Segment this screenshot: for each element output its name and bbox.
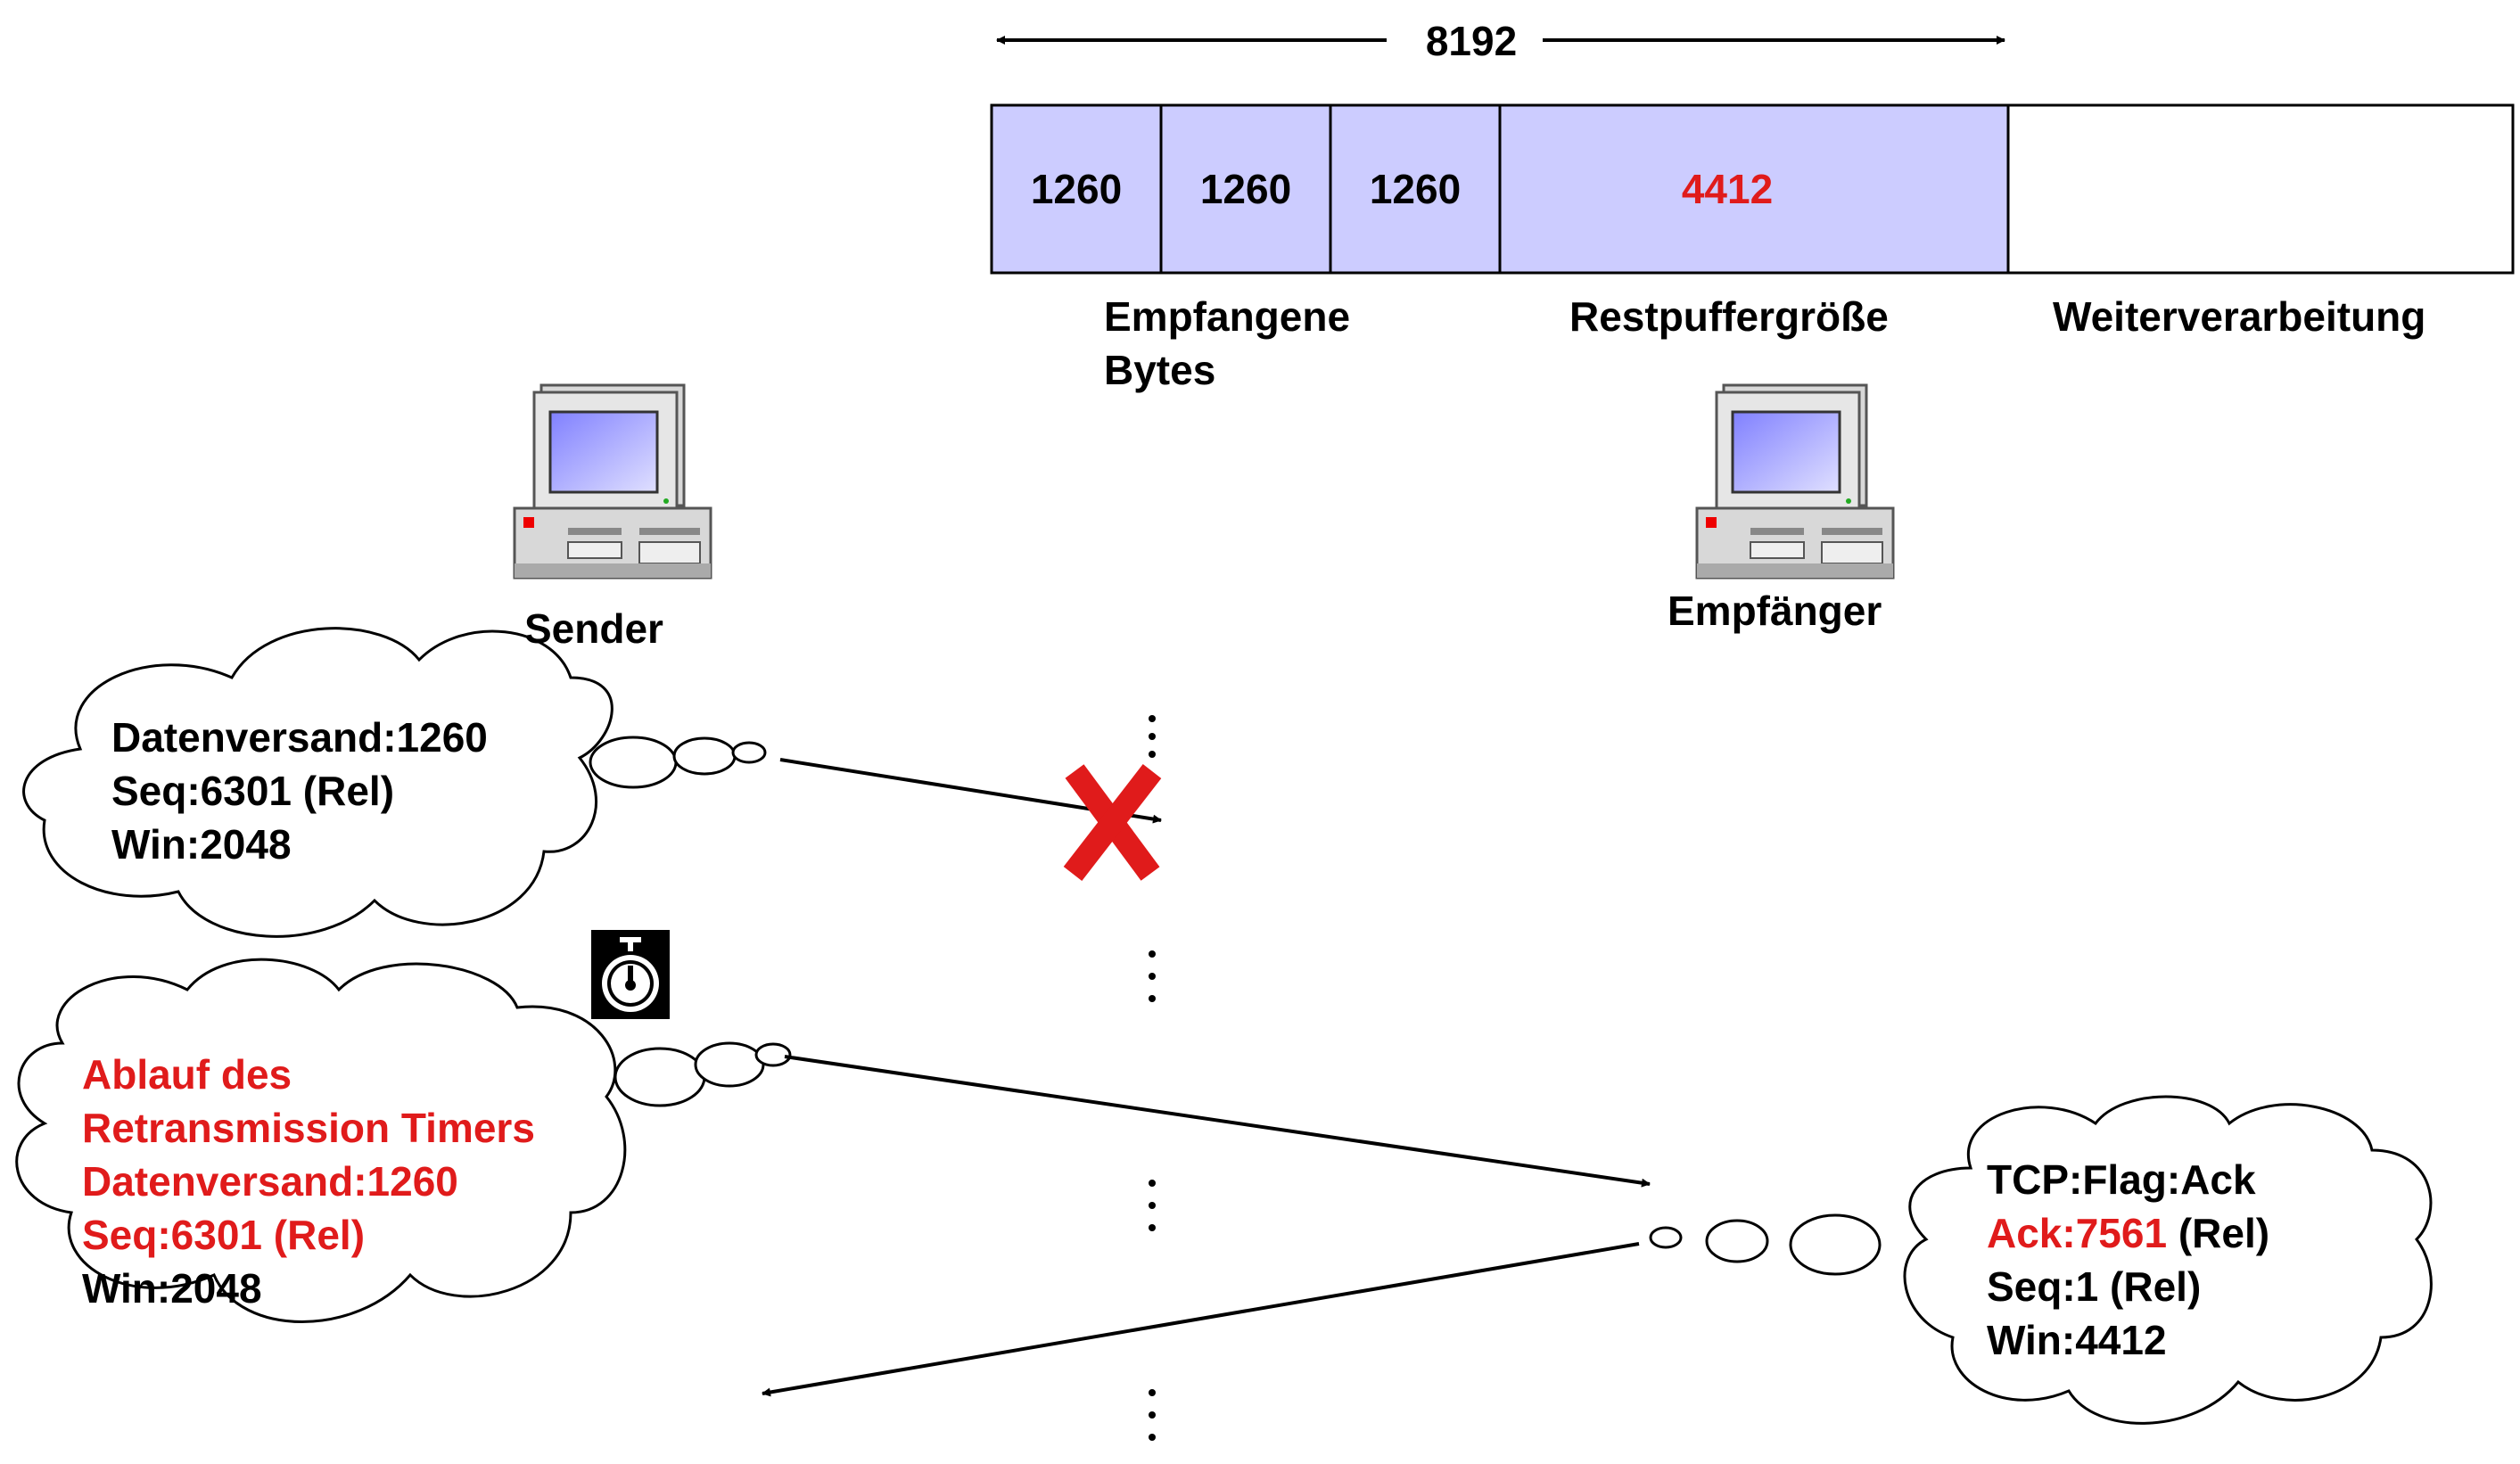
thought-cloud-2: [15, 958, 627, 1323]
buffer-segment-3: [1329, 103, 1502, 275]
bubble2-line4: Seq:6301 (Rel): [82, 1212, 366, 1258]
buffer-segment-processing: [2006, 103, 2515, 275]
stopwatch-icon: [591, 930, 670, 1019]
buffer-segment-1: [990, 103, 1163, 275]
buffer-segment-2: [1159, 103, 1332, 275]
ack-rel-suffix: (Rel): [2167, 1210, 2270, 1256]
ack-value: Ack:7561: [1987, 1210, 2168, 1256]
received-bytes-label-line1: Empfangene: [1104, 293, 1351, 340]
buffer-segment-rest: [1498, 103, 2010, 275]
bubble3-line1: TCP:Flag:Ack: [1987, 1156, 2256, 1203]
bubble2-line2: Retransmission Timers: [82, 1105, 535, 1151]
thought-cloud-3: [1903, 1095, 2433, 1425]
segment-processing-value: [2008, 162, 2513, 216]
bubble2-line3: Datenversand:1260: [82, 1158, 458, 1205]
received-bytes-label-line2: Bytes: [1104, 347, 1216, 393]
processing-label: Weiterverarbeitung: [2053, 293, 2426, 340]
receiver-computer-icon: [1695, 383, 1895, 580]
sender-label: Sender: [524, 605, 663, 652]
segment-2-value: 1260: [1199, 166, 1292, 212]
bubble1-line3: Win:2048: [111, 821, 292, 868]
bubble2-line1: Ablauf des: [82, 1051, 292, 1098]
x-mark-icon: [1063, 764, 1162, 881]
bubble1-line2: Seq:6301 (Rel): [111, 768, 395, 814]
sender-computer-icon: [513, 383, 712, 580]
timeline-dots: [1149, 715, 1156, 1441]
bubble3-line4: Win:4412: [1987, 1317, 2167, 1363]
buffer-total-label: 8192: [1409, 14, 1534, 68]
thought-cloud-1: [22, 627, 614, 938]
rest-buffer-label: Restpuffergröße: [1569, 293, 1889, 340]
bubble3-line2: Ack:7561 (Rel): [1987, 1206, 2269, 1260]
segment-rest-value: 4412: [1681, 166, 1774, 212]
bubble3-line3: Seq:1 (Rel): [1987, 1263, 2202, 1310]
segment-1-value: 1260: [1030, 166, 1123, 212]
receiver-label: Empfänger: [1668, 588, 1882, 634]
bubble2-line5: Win:2048: [82, 1265, 262, 1312]
retransmission-arrow: [784, 1055, 1651, 1188]
bubble1-line1: Datenversand:1260: [111, 714, 488, 761]
ack-arrow: [762, 1242, 1640, 1397]
segment-3-value: 1260: [1369, 166, 1462, 212]
